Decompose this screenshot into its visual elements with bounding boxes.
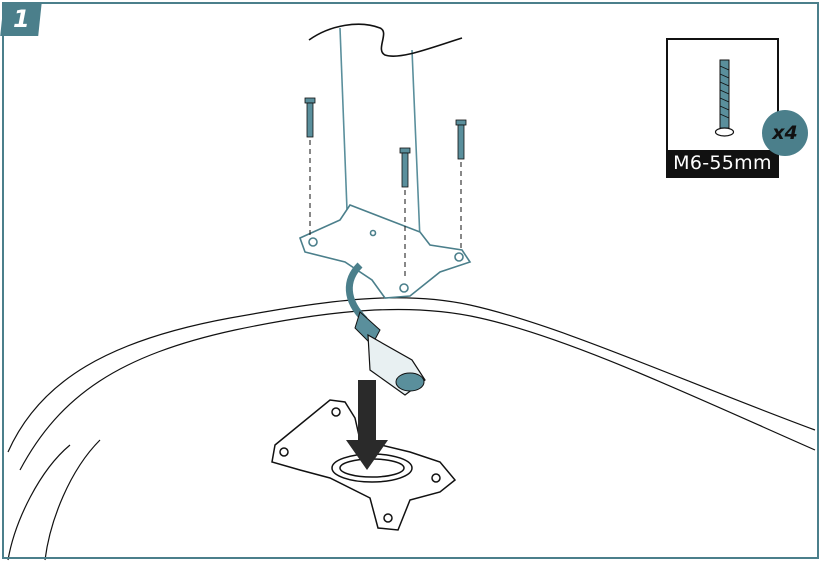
connector-icon	[345, 262, 426, 396]
step-number-badge: 1	[0, 2, 42, 36]
screw-icon	[714, 59, 735, 137]
top-flange	[298, 204, 472, 299]
step-number: 1	[12, 5, 30, 33]
screw-size-label: M6-55mm	[668, 150, 777, 176]
screw-icon	[399, 147, 411, 280]
quantity-badge: x4	[762, 110, 808, 156]
screws	[304, 97, 467, 280]
down-arrow-icon	[346, 380, 388, 470]
screw-icon	[455, 119, 467, 252]
quantity-label: x4	[772, 122, 798, 144]
screw-icon	[304, 97, 316, 235]
pole-column	[308, 23, 463, 241]
parts-callout: M6-55mm	[666, 38, 779, 178]
desk-surface	[7, 297, 816, 561]
